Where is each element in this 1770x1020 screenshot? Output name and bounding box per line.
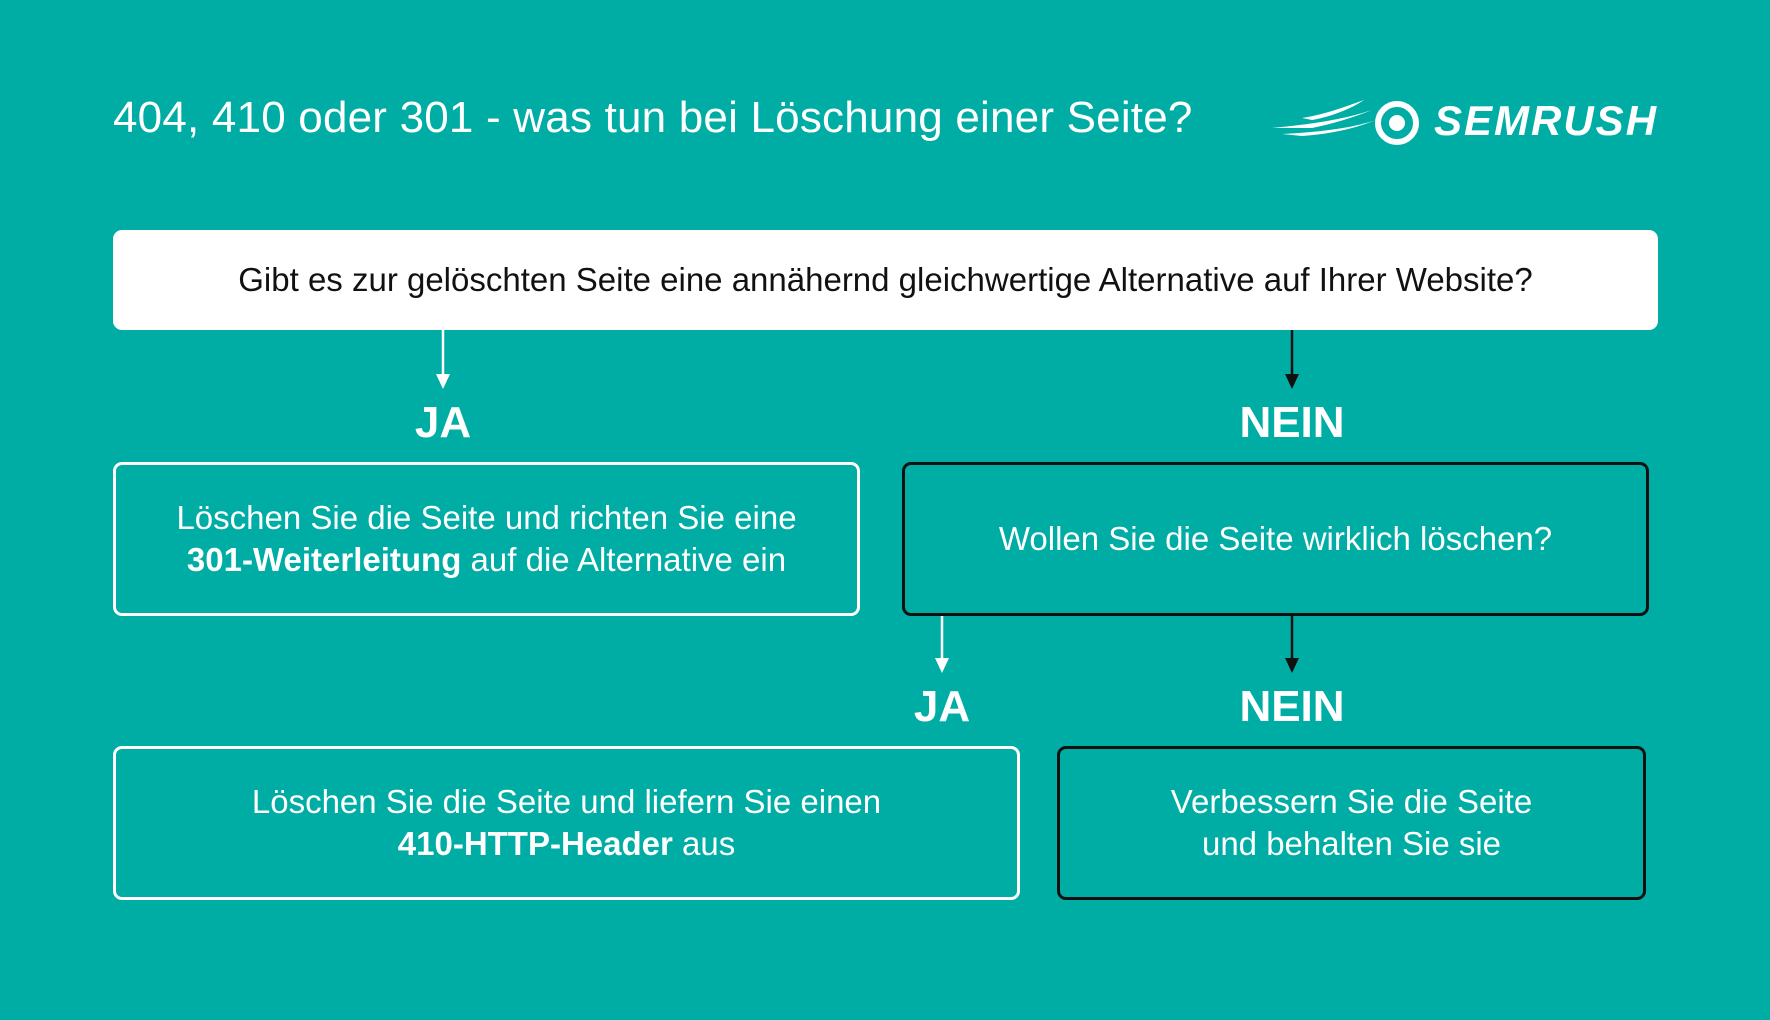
logo-wordmark: SEMRUSH (1434, 97, 1659, 144)
box-410-line1: Löschen Sie die Seite und liefern Sie ei… (251, 783, 882, 820)
box-301-line2: 301-Weiterleitung auf die Alternative ei… (187, 539, 786, 581)
page-title: 404, 410 oder 301 - was tun bei Löschung… (113, 93, 1193, 142)
question-text: Gibt es zur gelöschten Seite eine annähe… (238, 261, 1533, 298)
label-no-1: NEIN (1239, 398, 1345, 447)
box-301-redirect: Löschen Sie die Seite und richten Sie ei… (113, 462, 860, 616)
box-410-line2: 410-HTTP-Header aus (398, 823, 735, 865)
box-410-rest: aus (672, 825, 736, 862)
arrow-decision-to-no (1285, 614, 1299, 673)
label-yes-2: JA (913, 682, 971, 731)
arrow-question-to-no (1285, 330, 1299, 389)
flame-icon (1272, 100, 1419, 145)
box-really-delete-text: Wollen Sie die Seite wirklich löschen? (998, 520, 1553, 557)
box-301-rest: auf die Alternative ein (461, 541, 787, 578)
box-improve-keep: Verbessern Sie die Seite und behalten Si… (1057, 746, 1646, 900)
label-yes-1: JA (414, 398, 472, 447)
box-301-bold: 301-Weiterleitung (186, 541, 462, 578)
box-really-delete: Wollen Sie die Seite wirklich löschen? (902, 462, 1649, 616)
box-410-header: Löschen Sie die Seite und liefern Sie ei… (113, 746, 1020, 900)
label-no-2: NEIN (1239, 682, 1345, 731)
arrow-decision-to-yes (935, 614, 949, 673)
semrush-logo: SEMRUSH (1272, 94, 1660, 154)
box-301-line1: Löschen Sie die Seite und richten Sie ei… (176, 499, 797, 536)
box-improve-line2: und behalten Sie sie (1201, 825, 1502, 862)
box-improve-line1: Verbessern Sie die Seite (1170, 783, 1533, 820)
box-410-bold: 410-HTTP-Header (397, 825, 673, 862)
arrow-question-to-yes (436, 330, 450, 389)
question-box: Gibt es zur gelöschten Seite eine annähe… (113, 230, 1658, 330)
